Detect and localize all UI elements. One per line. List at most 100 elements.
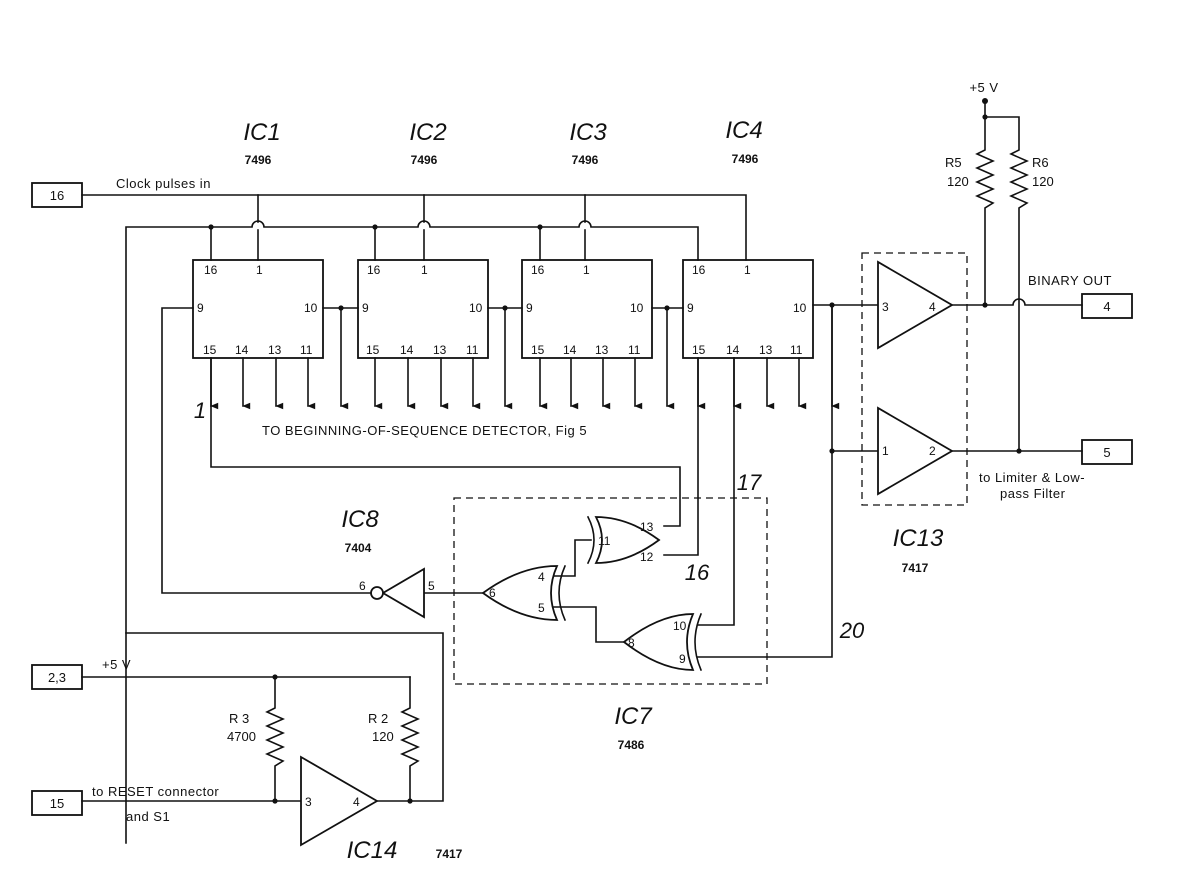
pin-label: 13 bbox=[595, 343, 609, 357]
filter-label-line2: pass Filter bbox=[1000, 486, 1066, 501]
junction-dot bbox=[537, 224, 543, 230]
pin-label: 11 bbox=[628, 343, 641, 357]
connector-16-label: 16 bbox=[50, 188, 64, 203]
r6-name: R6 bbox=[1032, 155, 1049, 170]
pin-label: 16 bbox=[531, 263, 545, 277]
connector-16: 16 bbox=[31, 182, 83, 208]
ic7-part: 7486 bbox=[618, 738, 645, 752]
detector-label: TO BEGINNING-OF-SEQUENCE DETECTOR, Fig 5 bbox=[262, 423, 587, 438]
pin-label: 13 bbox=[268, 343, 282, 357]
pin-label: 11 bbox=[598, 534, 611, 548]
pin-label: 10 bbox=[304, 301, 318, 315]
pullup-r5-r6: +5 V R5 120 R6 120 bbox=[945, 80, 1054, 452]
pin-label: 5 bbox=[428, 579, 435, 593]
connector-5-label: 5 bbox=[1103, 445, 1110, 460]
pin-label: 16 bbox=[204, 263, 218, 277]
r3-name: R 3 bbox=[229, 711, 249, 726]
pin-label: 12 bbox=[640, 550, 654, 564]
filter-label-line1: to Limiter & Low- bbox=[979, 470, 1085, 485]
pin-label: 5 bbox=[538, 601, 545, 615]
ic3-name: IC3 bbox=[569, 119, 607, 146]
pin-label: 14 bbox=[726, 343, 740, 357]
supply-label-top: +5 V bbox=[969, 80, 998, 95]
connector-5: 5 bbox=[1081, 439, 1133, 465]
r2-name: R 2 bbox=[368, 711, 388, 726]
net-label-16: 16 bbox=[685, 560, 710, 585]
connector-4-label: 4 bbox=[1103, 299, 1110, 314]
register-ic3: 16 1 9 10 15 14 13 11 bbox=[521, 259, 653, 359]
pin-label: 15 bbox=[531, 343, 545, 357]
pin-label: 1 bbox=[256, 263, 263, 277]
inverter-ic8: 5 6 bbox=[359, 567, 435, 619]
junction-dot bbox=[829, 302, 835, 308]
pin-label: 15 bbox=[366, 343, 380, 357]
junction-dot bbox=[829, 448, 835, 454]
pin-label: 10 bbox=[469, 301, 483, 315]
ic4-part: 7496 bbox=[732, 152, 759, 166]
pin-label: 8 bbox=[628, 636, 635, 650]
ic14-name: IC14 bbox=[347, 837, 398, 864]
pin-label: 1 bbox=[882, 444, 889, 458]
connector-2-3: 2,3 bbox=[31, 664, 83, 690]
ic3-part: 7496 bbox=[572, 153, 599, 167]
pin-label: 9 bbox=[362, 301, 369, 315]
reset-label-line2: and S1 bbox=[126, 809, 170, 824]
ic4-name: IC4 bbox=[725, 117, 762, 144]
ic13-part: 7417 bbox=[902, 561, 929, 575]
ic2-name: IC2 bbox=[409, 119, 446, 146]
reset-bus bbox=[125, 220, 699, 844]
pin-label: 15 bbox=[692, 343, 706, 357]
binary-out-label: BINARY OUT bbox=[1028, 273, 1112, 288]
xor-gate-a: 13 12 11 bbox=[586, 515, 661, 565]
pin-label: 6 bbox=[489, 586, 496, 600]
pin-label: 3 bbox=[305, 795, 312, 809]
r3-value: 4700 bbox=[227, 729, 256, 744]
xor-gate-c: 4 5 6 bbox=[481, 564, 567, 622]
r5-name: R5 bbox=[945, 155, 962, 170]
junction-dot bbox=[407, 798, 413, 804]
pin-label: 14 bbox=[235, 343, 249, 357]
junction-dot bbox=[372, 224, 378, 230]
ic13-package-outline bbox=[861, 252, 968, 506]
ic8-name: IC8 bbox=[341, 506, 379, 533]
xor-gate-b: 10 9 8 bbox=[622, 612, 703, 672]
pin-label: 16 bbox=[367, 263, 381, 277]
connector-4: 4 bbox=[1081, 293, 1133, 319]
supply-label-bottom: +5 V bbox=[102, 657, 131, 672]
pin-label: 1 bbox=[744, 263, 751, 277]
pin-label: 9 bbox=[679, 652, 686, 666]
pin-label: 14 bbox=[400, 343, 414, 357]
buffer-ic13-a: 3 4 BINARY OUT bbox=[812, 260, 1112, 350]
pin-label: 9 bbox=[526, 301, 533, 315]
register-ic2: 16 1 9 10 15 14 13 11 bbox=[357, 259, 489, 359]
ic-labels: IC1 7496 IC2 7496 IC3 7496 IC4 7496 IC8 … bbox=[243, 117, 944, 864]
buffer-ic13-b: 1 2 to Limiter & Low- pass Filter bbox=[829, 406, 1085, 501]
pin-label: 1 bbox=[421, 263, 428, 277]
ic8-part: 7404 bbox=[345, 541, 372, 555]
junction-dot bbox=[272, 798, 278, 804]
ic7-name: IC7 bbox=[614, 703, 653, 730]
pin-label: 4 bbox=[929, 300, 936, 314]
pin-label: 10 bbox=[630, 301, 644, 315]
connector-15: 15 bbox=[31, 790, 83, 816]
pin-label: 2 bbox=[929, 444, 936, 458]
pin-label: 9 bbox=[197, 301, 204, 315]
r2-value: 120 bbox=[372, 729, 394, 744]
pin-label: 11 bbox=[466, 343, 479, 357]
pin-label: 9 bbox=[687, 301, 694, 315]
register-ic4: 16 1 9 10 15 14 13 11 bbox=[682, 259, 814, 359]
ic13-name: IC13 bbox=[893, 525, 944, 552]
ic14-part: 7417 bbox=[436, 847, 463, 861]
pin-label: 11 bbox=[790, 343, 803, 357]
pin-label: 4 bbox=[538, 570, 545, 584]
ic1-name: IC1 bbox=[243, 119, 280, 146]
junction-dot bbox=[208, 224, 214, 230]
pin-label: 10 bbox=[673, 619, 687, 633]
junction-dot bbox=[982, 114, 988, 120]
pin-label: 11 bbox=[300, 343, 313, 357]
r6-value: 120 bbox=[1032, 174, 1054, 189]
r5-value: 120 bbox=[947, 174, 969, 189]
clock-net: Clock pulses in bbox=[81, 176, 747, 261]
pin-label: 16 bbox=[692, 263, 706, 277]
connector-2-3-label: 2,3 bbox=[48, 670, 66, 685]
